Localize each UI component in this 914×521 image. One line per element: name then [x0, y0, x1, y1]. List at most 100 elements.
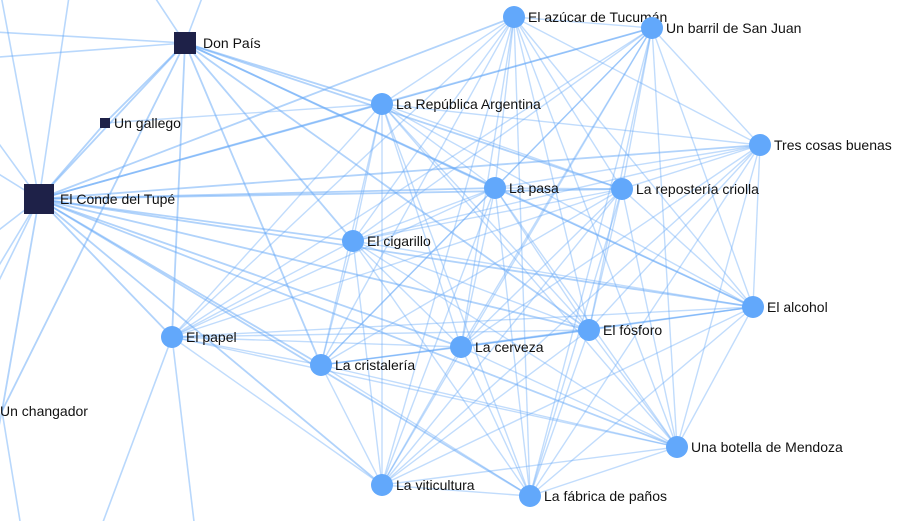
node-azucar[interactable]: El azúcar de Tucumán [503, 6, 667, 28]
node-square-gallego[interactable] [100, 118, 110, 128]
node-circle-cristaleria[interactable] [310, 354, 332, 376]
edge-pasa-cerveza [460, 187, 496, 348]
node-gallego[interactable]: Un gallego [100, 115, 181, 131]
edge-republica-cigarillo [352, 103, 383, 242]
node-circle-republica[interactable] [371, 93, 393, 115]
edge-donpais-papel [171, 42, 186, 338]
node-fabrica[interactable]: La fábrica de paños [519, 485, 667, 507]
edge-fosforo-viticultura [381, 329, 590, 486]
node-circle-papel[interactable] [161, 326, 183, 348]
edge-barril-tres [651, 27, 761, 146]
edge-republica-tres [381, 103, 761, 146]
edge-papel-cerveza [171, 336, 462, 348]
edge-donpais-cigarillo [184, 42, 354, 242]
edge-papel-cristaleria [171, 336, 322, 366]
node-circle-fosforo[interactable] [578, 319, 600, 341]
node-circle-azucar[interactable] [503, 6, 525, 28]
edge-conde-cigarillo [38, 198, 354, 242]
edge-barril-papel [171, 27, 653, 338]
edge-conde-papel [38, 198, 173, 338]
node-republica[interactable]: La República Argentina [371, 93, 541, 115]
edge-republica-pasa [381, 103, 496, 189]
edge-azucar-reposteria [513, 16, 623, 190]
edge-republica-botella [381, 103, 678, 448]
edge-donpais-alcohol [184, 42, 754, 308]
node-label-reposteria: La repostería criolla [636, 181, 759, 197]
edge-alcohol-viticultura [381, 306, 754, 486]
edge-papel-botella [171, 336, 678, 448]
node-cristaleria[interactable]: La cristalería [310, 354, 415, 376]
edge-cristaleria-viticultura [320, 364, 383, 486]
node-label-changador: Un changador [0, 403, 88, 419]
edge-tres-viticultura [381, 144, 761, 486]
node-circle-viticultura[interactable] [371, 474, 393, 496]
edge-cristaleria-fabrica [320, 364, 531, 497]
node-botella[interactable]: Una botella de Mendoza [666, 436, 843, 458]
edge-tres-botella [676, 144, 761, 448]
edge-azucar-pasa [494, 16, 515, 189]
node-label-botella: Una botella de Mendoza [691, 439, 843, 455]
node-fosforo[interactable]: El fósforo [578, 319, 662, 341]
edge-reposteria-cristaleria [320, 188, 623, 366]
node-cigarillo[interactable]: El cigarillo [342, 230, 431, 252]
node-circle-cerveza[interactable] [450, 336, 472, 358]
node-cerveza[interactable]: La cerveza [450, 336, 544, 358]
edge-pasa-reposteria [494, 187, 623, 190]
edge-cigarillo-cerveza [352, 240, 462, 348]
node-circle-botella[interactable] [666, 436, 688, 458]
node-donpais[interactable]: Don País [174, 32, 261, 54]
edge-republica-azucar [381, 16, 515, 105]
edge-tres-fosforo [588, 144, 761, 331]
edge-republica-barril [381, 27, 653, 105]
node-circle-cigarillo[interactable] [342, 230, 364, 252]
edge-reposteria-botella [621, 188, 678, 448]
edge-cerveza-viticultura [381, 346, 462, 486]
edge-pasa-fabrica [494, 187, 531, 497]
edge-tres-reposteria [621, 144, 761, 190]
edge-tres-fabrica [529, 144, 761, 497]
edge-pasa-viticultura [381, 187, 496, 486]
node-circle-pasa[interactable] [484, 177, 506, 199]
node-tres[interactable]: Tres cosas buenas [749, 134, 892, 156]
node-changador[interactable]: Un changador [0, 403, 88, 419]
edge-offscreen-10 [0, 410, 3, 426]
node-label-cerveza: La cerveza [475, 339, 544, 355]
edge-barril-pasa [494, 27, 653, 189]
node-label-viticultura: La viticultura [396, 477, 475, 493]
node-reposteria[interactable]: La repostería criolla [611, 178, 759, 200]
edge-cristaleria-botella [320, 364, 678, 448]
edge-barril-fabrica [529, 27, 653, 497]
edge-pasa-alcohol [494, 187, 754, 308]
node-papel[interactable]: El papel [161, 326, 237, 348]
node-pasa[interactable]: La pasa [484, 177, 559, 199]
edge-cigarillo-botella [352, 240, 678, 448]
edge-alcohol-papel [171, 306, 754, 338]
node-circle-tres[interactable] [749, 134, 771, 156]
edge-barril-cristaleria [320, 27, 653, 366]
node-circle-barril[interactable] [641, 17, 663, 39]
edge-conde-donpais [38, 42, 186, 200]
edge-conde-fabrica [38, 198, 531, 497]
node-square-conde[interactable] [24, 184, 54, 214]
node-viticultura[interactable]: La viticultura [371, 474, 475, 496]
node-conde[interactable]: El Conde del Tupé [24, 184, 175, 214]
edge-viticultura-fabrica [381, 484, 531, 497]
node-circle-reposteria[interactable] [611, 178, 633, 200]
node-label-fosforo: El fósforo [603, 322, 662, 338]
node-square-donpais[interactable] [174, 32, 196, 54]
edge-conde-barril [38, 27, 653, 200]
edge-reposteria-cigarillo [352, 188, 623, 242]
node-alcohol[interactable]: El alcohol [742, 296, 828, 318]
graph-edges [1, 16, 761, 497]
edge-donpais-changador [1, 42, 186, 412]
edge-barril-viticultura [381, 27, 653, 486]
node-circle-alcohol[interactable] [742, 296, 764, 318]
node-circle-fabrica[interactable] [519, 485, 541, 507]
edge-alcohol-cerveza [460, 306, 754, 348]
edge-cigarillo-alcohol [352, 240, 754, 308]
node-barril[interactable]: Un barril de San Juan [641, 17, 801, 39]
edge-barril-cerveza [460, 27, 653, 348]
edge-donpais-fosforo [184, 42, 590, 331]
edge-republica-reposteria [381, 103, 623, 190]
